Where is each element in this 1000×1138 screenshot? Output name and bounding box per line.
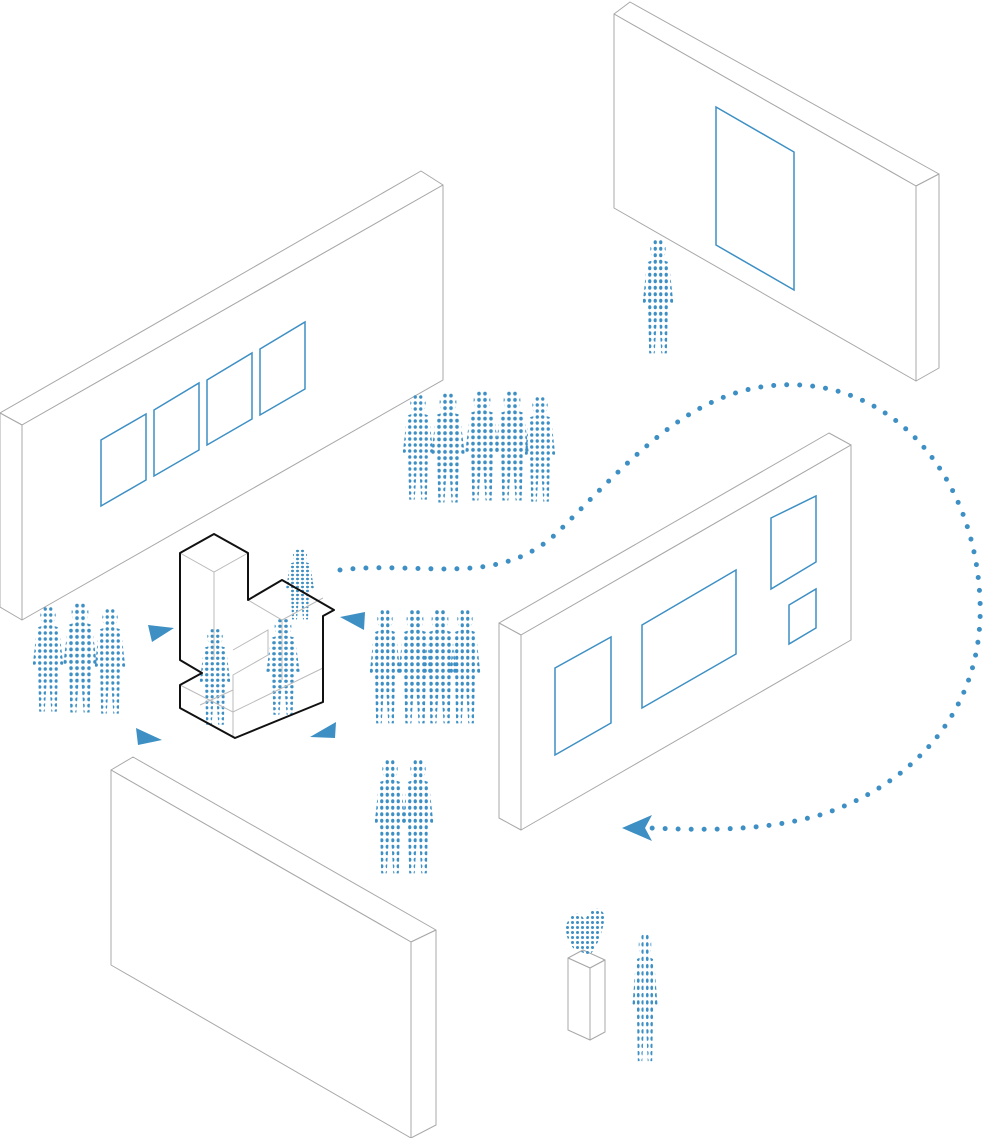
artwork-frame	[770, 494, 817, 591]
people-group-right	[369, 607, 481, 724]
central-installation	[179, 533, 335, 739]
direction-triangle-icon	[148, 625, 174, 642]
artwork-frame	[206, 351, 253, 447]
people-group-left	[32, 601, 126, 714]
wall-left	[0, 170, 444, 621]
sculpture	[565, 908, 605, 955]
wall-bottom-left	[110, 756, 437, 1138]
artwork-frame	[259, 320, 306, 417]
pedestal	[565, 908, 606, 1041]
people-pair-bottom	[374, 757, 434, 874]
direction-triangle-icon	[340, 612, 365, 630]
artwork-frame	[554, 635, 612, 757]
artwork-frame	[100, 412, 147, 508]
wall-top-right	[613, 1, 940, 382]
artwork-frame	[788, 587, 817, 646]
artwork-frame	[715, 105, 795, 292]
direction-triangle-icon	[310, 722, 336, 738]
people-group-center	[402, 389, 556, 503]
artwork-frame	[641, 568, 737, 710]
person-standing-bottom	[632, 932, 658, 1062]
path-arrowhead-icon	[622, 815, 652, 841]
artwork-frame	[153, 381, 200, 478]
visitor-path	[337, 382, 983, 832]
wall-right-middle	[498, 432, 852, 831]
direction-triangle-icon	[136, 728, 162, 745]
people-walking-top	[642, 237, 674, 354]
